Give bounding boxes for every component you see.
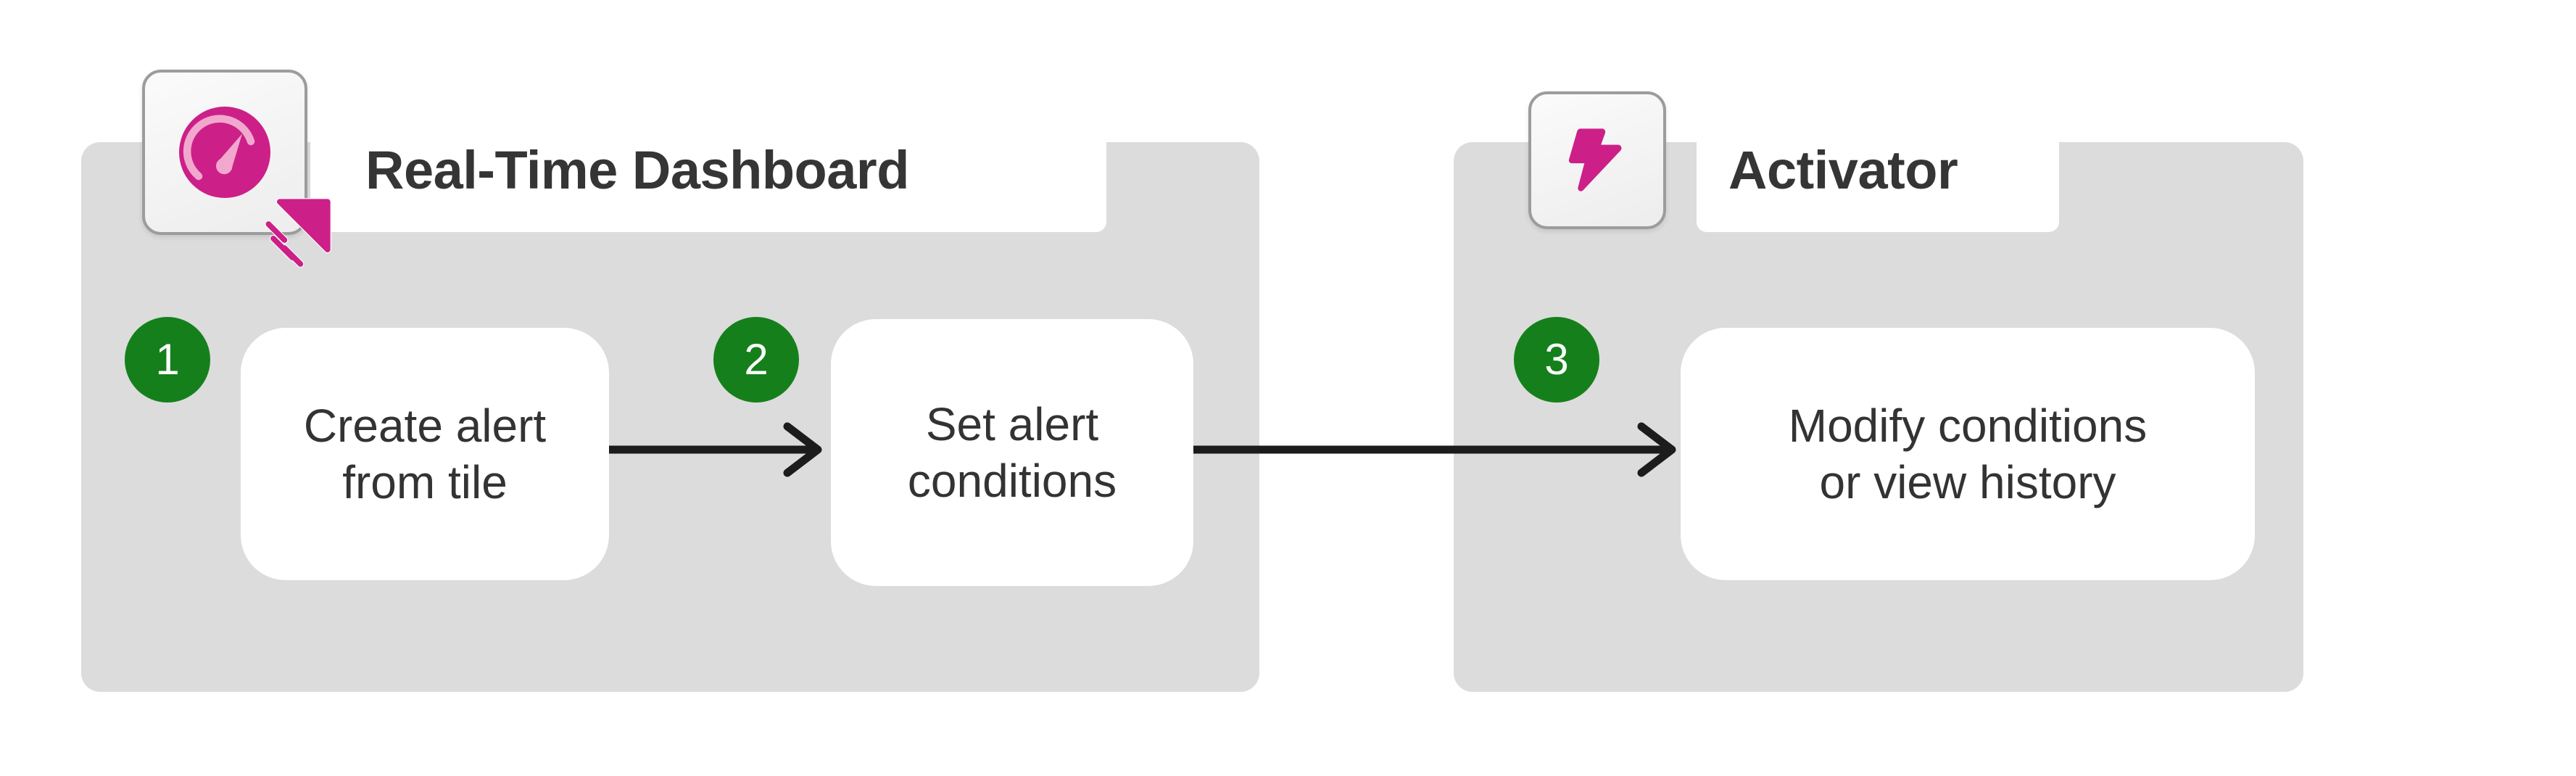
group-title-label: Real-Time Dashboard — [365, 140, 909, 200]
step-box-set-conditions[interactable]: Set alert conditions — [831, 319, 1193, 586]
app-tile-dashboard[interactable] — [142, 70, 307, 235]
step-box-create-alert[interactable]: Create alert from tile — [241, 328, 609, 580]
step-box-label: Create alert from tile — [303, 399, 547, 508]
step-box-modify-conditions[interactable]: Modify conditions or view history — [1681, 328, 2255, 580]
step-badge-2: 2 — [713, 317, 799, 403]
app-tile-activator[interactable] — [1528, 91, 1666, 229]
connector-arrow-step2-to-step3 — [1190, 422, 1676, 477]
step-badge-1: 1 — [125, 317, 210, 403]
step-badge-3: 3 — [1514, 317, 1599, 403]
step-box-label: Set alert conditions — [907, 397, 1117, 507]
group-title-pill-dashboard: Real-Time Dashboard — [310, 109, 1106, 232]
cursor-click-icon — [265, 198, 331, 268]
group-title-label: Activator — [1728, 140, 1958, 200]
lightning-bolt-icon — [1568, 128, 1622, 191]
group-title-pill-activator: Activator — [1697, 109, 2059, 232]
connector-arrow-step1-to-step2 — [600, 422, 822, 477]
step-box-label: Modify conditions or view history — [1788, 399, 2148, 508]
gauge-icon — [179, 107, 270, 198]
